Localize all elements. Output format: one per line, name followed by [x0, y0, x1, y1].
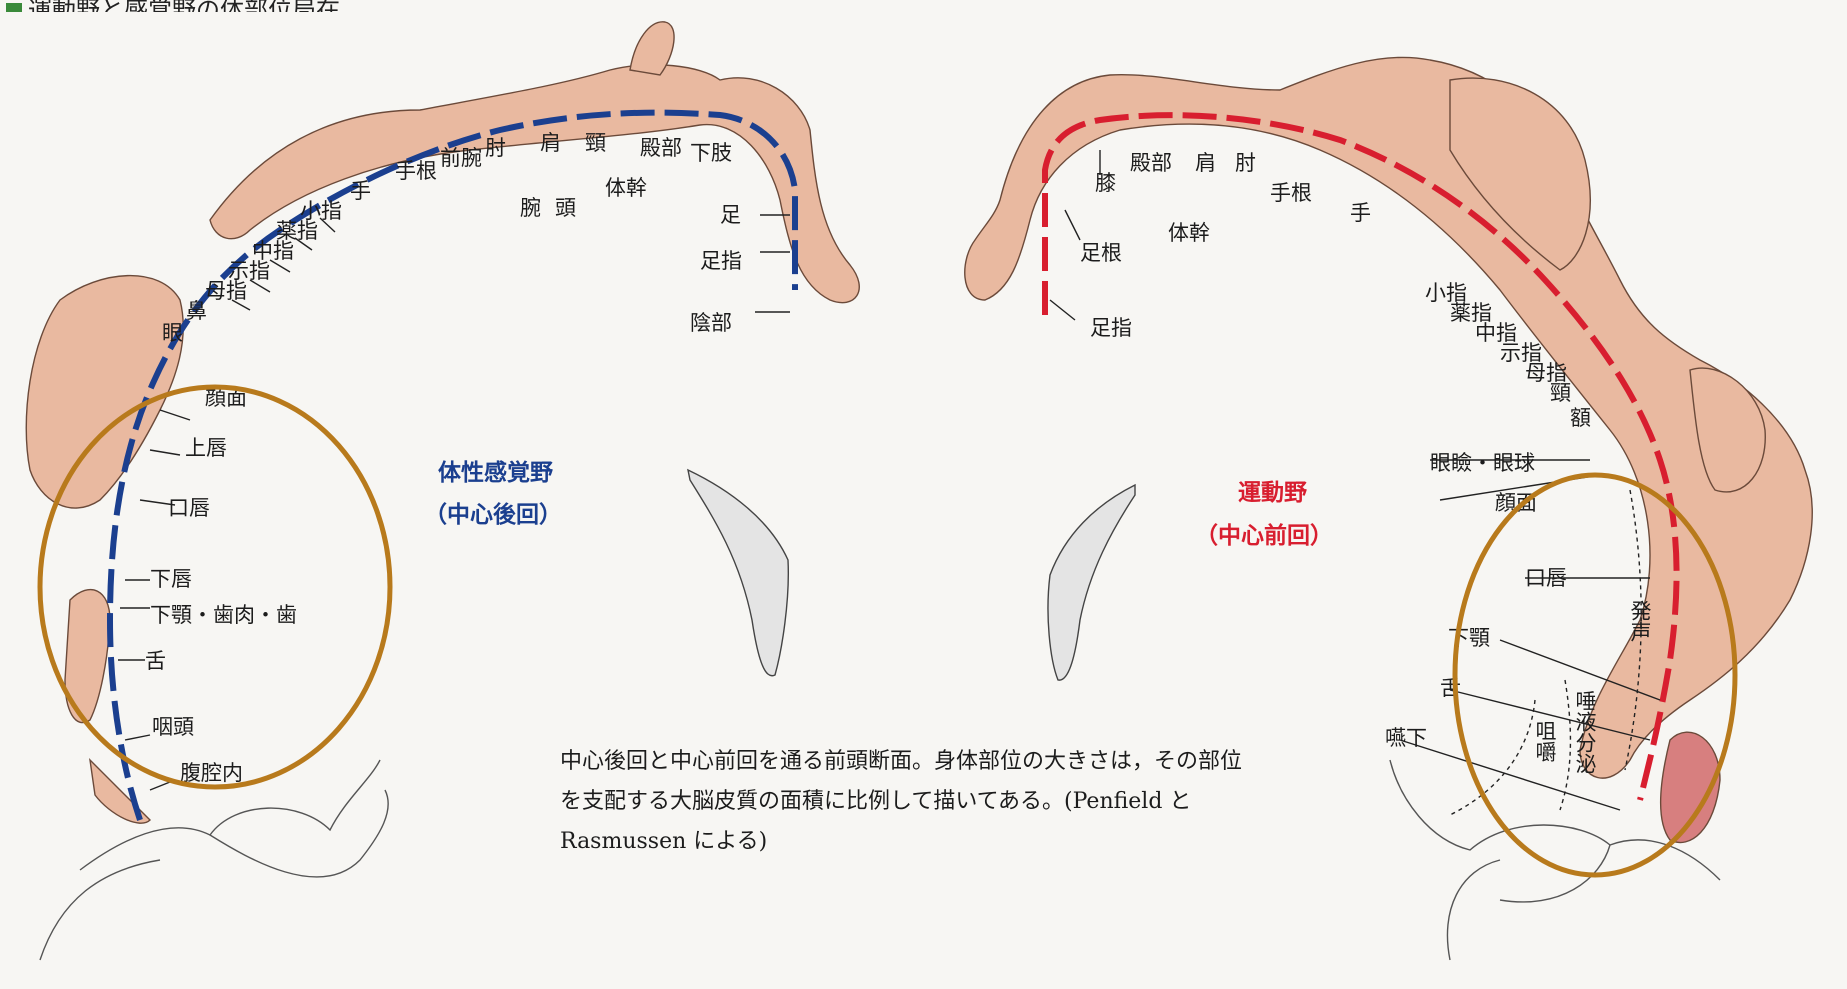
- sensory-homunculus-figure: [26, 22, 859, 823]
- label-motor-knee: 膝: [1095, 171, 1116, 195]
- label-motor-trunk: 体幹: [1168, 221, 1210, 245]
- right-ventricle-shape: [1048, 485, 1135, 680]
- label-motor-shoulder: 肩: [1195, 151, 1216, 175]
- label-trunk: 体幹: [605, 176, 647, 200]
- label-lips: 口唇: [168, 496, 210, 520]
- label-motor-toes: 足指: [1090, 316, 1132, 340]
- label-head: 頭: [555, 196, 576, 220]
- label-motor-brow: 額: [1570, 406, 1591, 430]
- label-motor-hand: 手: [1350, 201, 1371, 225]
- label-elbow: 肘: [485, 136, 506, 160]
- label-arm: 腕: [520, 196, 541, 220]
- label-motor-vocalization: 発声: [1628, 600, 1652, 642]
- label-tongue: 舌: [145, 649, 166, 673]
- label-wrist: 手根: [395, 159, 437, 183]
- label-little: 小指: [300, 199, 342, 223]
- label-eye: 眼: [162, 321, 183, 345]
- label-hip: 殿部: [640, 136, 682, 160]
- label-motor-swallowing: 嚥下: [1385, 726, 1427, 750]
- label-upper-lip: 上唇: [185, 436, 227, 460]
- label-motor-elbow: 肘: [1235, 151, 1256, 175]
- label-jaw-gums-teeth: 下顎・歯肉・歯: [150, 603, 297, 627]
- motor-area-subtitle: （中心前回）: [1195, 522, 1333, 549]
- label-nose: 鼻: [186, 299, 207, 323]
- label-forearm: 前腕: [440, 146, 482, 170]
- label-motor-neck: 頸: [1550, 381, 1571, 405]
- label-neck: 頸: [585, 131, 606, 155]
- motor-area-title: 運動野: [1238, 480, 1307, 506]
- left-ventricle-shape: [688, 470, 788, 676]
- figure-caption: 中心後回と中心前回を通る前頭断面。身体部位の大きさは，その部位を支配する大脳皮質…: [560, 742, 1260, 862]
- label-leg: 下肢: [690, 141, 732, 165]
- label-motor-wrist: 手根: [1270, 181, 1312, 205]
- label-motor-ankle: 足根: [1080, 241, 1122, 265]
- label-toes: 足指: [700, 249, 742, 273]
- label-foot: 足: [720, 203, 741, 227]
- label-motor-lips: 口唇: [1525, 566, 1567, 590]
- motor-homunculus-figure: [965, 57, 1812, 842]
- label-motor-eyelid-eyeball: 眼瞼・眼球: [1430, 451, 1535, 475]
- label-intra-abdominal: 腹腔内: [180, 761, 243, 785]
- label-pharynx: 咽頭: [152, 715, 194, 739]
- label-hand: 手: [350, 179, 371, 203]
- label-motor-hip: 殿部: [1130, 151, 1172, 175]
- sensory-area-subtitle: （中心後回）: [424, 501, 562, 528]
- label-genitals: 陰部: [690, 311, 732, 335]
- sensory-area-title: 体性感覚野: [438, 459, 553, 486]
- label-motor-salivation: 唾液分泌: [1573, 690, 1597, 774]
- label-lower-lip: 下唇: [150, 567, 192, 591]
- label-shoulder: 肩: [540, 131, 561, 155]
- label-motor-mastication: 咀嚼: [1533, 720, 1557, 762]
